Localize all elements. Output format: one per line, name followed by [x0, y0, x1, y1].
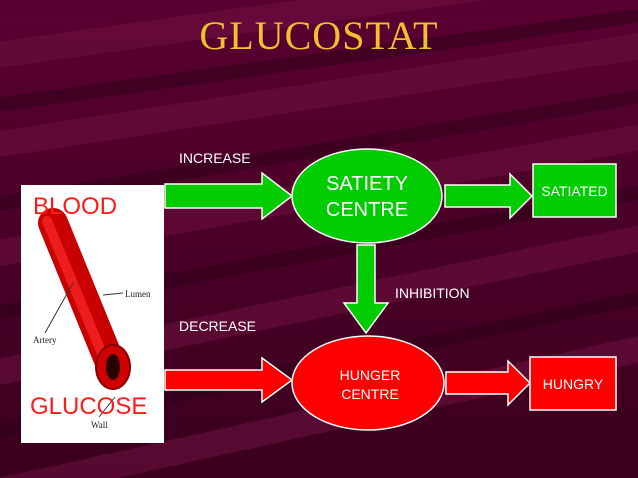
increase-label: INCREASE — [179, 150, 251, 166]
decrease-label: DECREASE — [179, 318, 257, 334]
slide-title: GLUCOSTAT — [199, 13, 439, 58]
satiated-label: SATIATED — [541, 183, 607, 199]
hungry-label: HUNGRY — [543, 376, 604, 392]
increase-arrow — [164, 171, 294, 221]
hunger-centre-line2: CENTRE — [341, 386, 399, 402]
hunger-centre-node — [291, 335, 445, 431]
blood-vessel-illustration: Lumen Artery Wall — [33, 208, 151, 430]
blood-label: BLOOD — [33, 193, 118, 220]
decrease-arrow — [164, 356, 294, 404]
blood-glucose-panel: Lumen Artery Wall BLOOD GLUCOSE — [21, 185, 164, 443]
satiety-centre-line1: SATIETY — [326, 173, 408, 195]
wall-label: Wall — [91, 420, 108, 430]
satiated-box — [532, 163, 617, 218]
satiety-to-satiated-arrow — [444, 172, 534, 220]
artery-label: Artery — [33, 335, 57, 345]
hunger-to-hungry-arrow — [445, 359, 532, 407]
hunger-centre-line1: HUNGER — [340, 367, 401, 383]
glucose-label: GLUCOSE — [30, 393, 148, 420]
satiety-centre-node — [291, 148, 443, 244]
hungry-box — [529, 356, 617, 411]
lumen-label: Lumen — [125, 289, 151, 299]
inhibition-label: INHIBITION — [395, 285, 470, 301]
inhibition-arrow — [342, 244, 390, 335]
satiety-centre-line2: CENTRE — [326, 199, 408, 221]
